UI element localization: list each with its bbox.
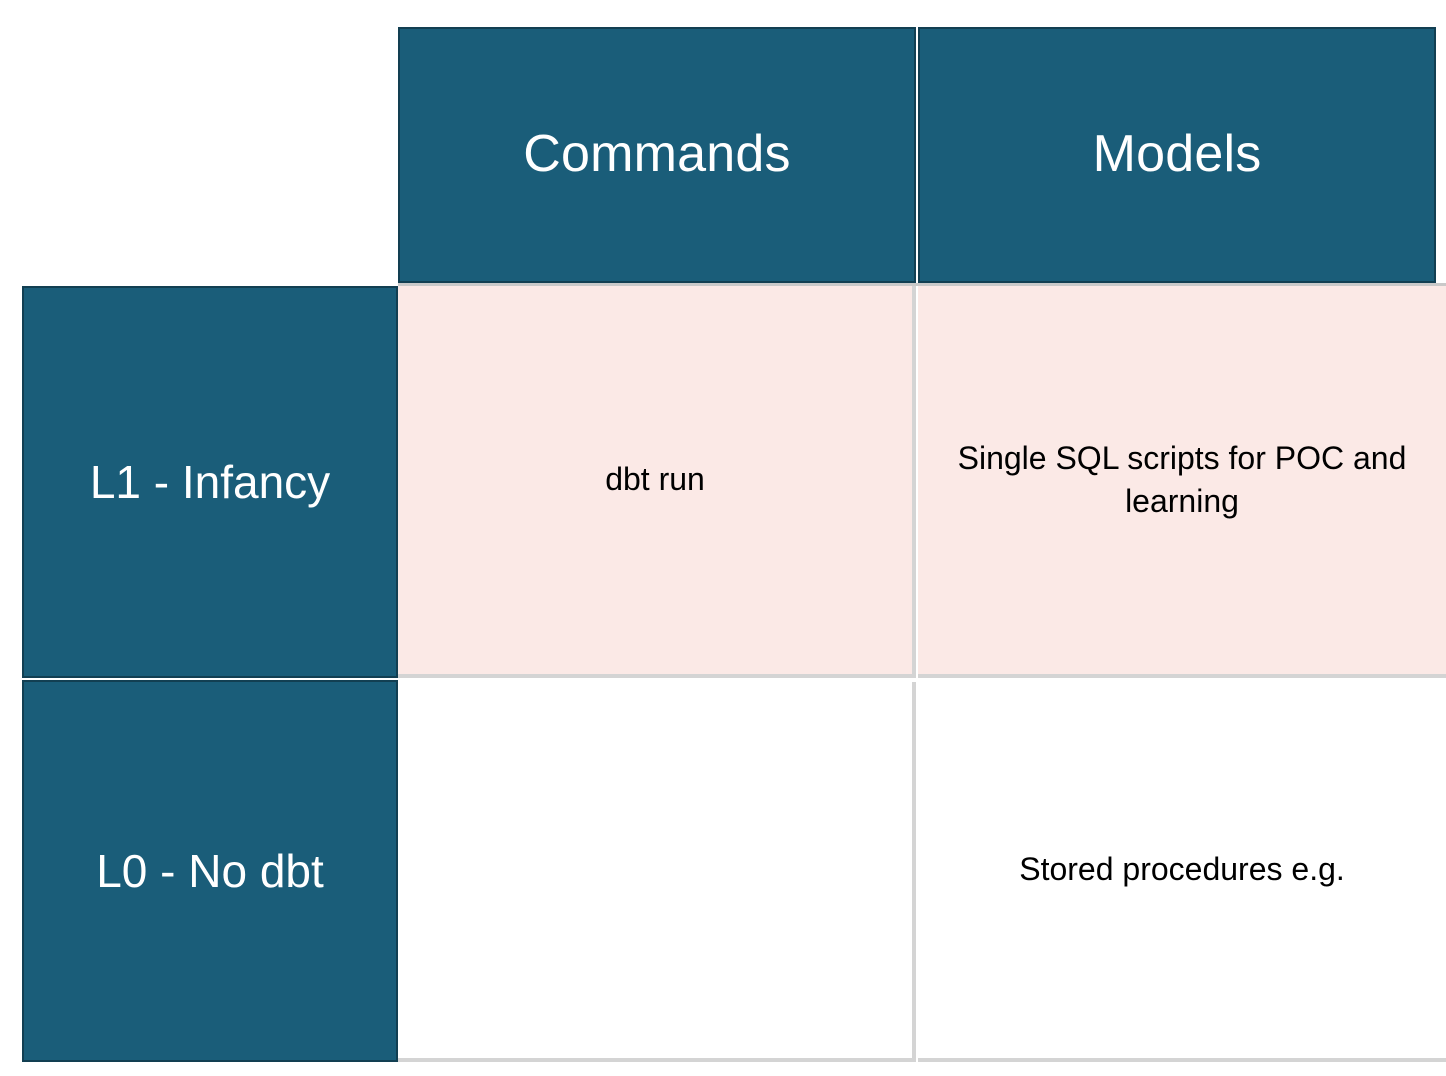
row-header-l0-no-dbt: L0 - No dbt — [22, 680, 398, 1062]
cell-l0-models-text: Stored procedures e.g. — [1019, 851, 1345, 888]
cell-l1-commands-text: dbt run — [605, 461, 705, 498]
row-header-l0-no-dbt-label: L0 - No dbt — [96, 844, 324, 897]
header-divider — [398, 283, 1446, 286]
column-header-models: Models — [918, 27, 1436, 283]
cell-l0-commands — [398, 682, 916, 1062]
cell-l1-commands: dbt run — [398, 286, 916, 678]
cell-l1-models-text: Single SQL scripts for POC and learning — [957, 439, 1407, 519]
column-header-commands: Commands — [398, 27, 916, 283]
row-header-l1-infancy-label: L1 - Infancy — [89, 455, 331, 508]
cell-l1-models: Single SQL scripts for POC and learning — [918, 286, 1446, 678]
cell-l0-models: Stored procedures e.g. — [918, 682, 1446, 1062]
row-header-l1-infancy: L1 - Infancy — [22, 286, 398, 678]
column-header-commands-label: Commands — [523, 125, 791, 184]
column-header-models-label: Models — [1092, 125, 1262, 184]
matrix-corner-spacer — [0, 0, 396, 284]
